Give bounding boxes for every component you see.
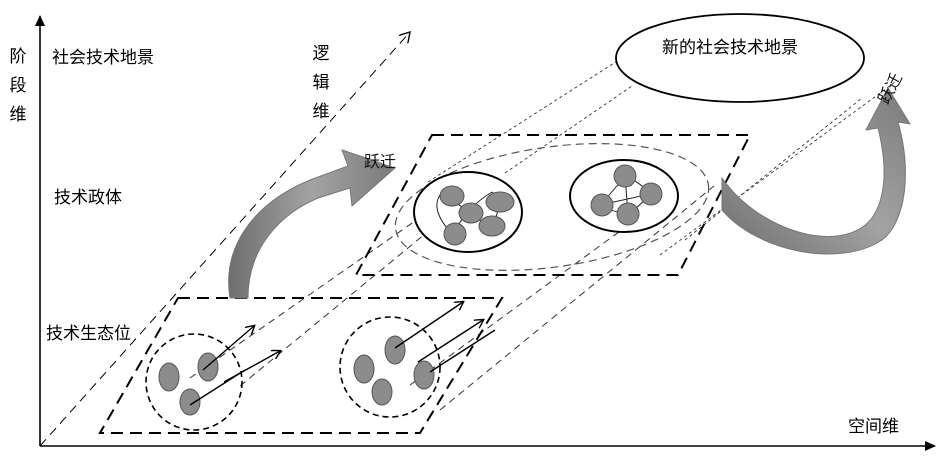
left-transition-arrow <box>228 149 396 299</box>
left-transition-label: 跃迁 <box>364 152 397 171</box>
new-landscape-ellipse <box>615 13 865 103</box>
regime-cluster-2 <box>569 159 679 233</box>
new-landscape-label: 新的社会技术地景 <box>662 38 798 58</box>
logic-axis-char-1: 逻 <box>312 44 330 64</box>
logic-axis-char-3: 维 <box>312 102 330 122</box>
regime-plane <box>354 134 752 276</box>
niche-cluster-2 <box>339 302 496 418</box>
right-transition-arrow <box>721 86 911 255</box>
logic-axis-char-2: 辑 <box>312 73 330 93</box>
logic-axis-label: 逻 辑 维 <box>311 40 331 127</box>
niche-plane <box>98 297 504 434</box>
landscape-level-label: 社会技术地景 <box>52 48 154 68</box>
regime-cluster-1 <box>413 171 523 253</box>
niche-level-label: 技术生态位 <box>46 324 131 344</box>
space-axis-label: 空间维 <box>848 417 899 437</box>
stage-axis-char-2: 段 <box>9 76 27 96</box>
stage-axis-label: 阶 段 维 <box>8 43 28 130</box>
stage-axis-char-3: 维 <box>9 105 27 125</box>
stage-axis-char-1: 阶 <box>9 47 27 67</box>
niche-cluster-1 <box>145 326 280 431</box>
landscape-projection-lines <box>427 57 896 256</box>
regime-boundary-ellipse <box>394 143 710 271</box>
logic-axis-line <box>39 32 410 447</box>
regime-level-label: 技术政体 <box>54 188 122 208</box>
